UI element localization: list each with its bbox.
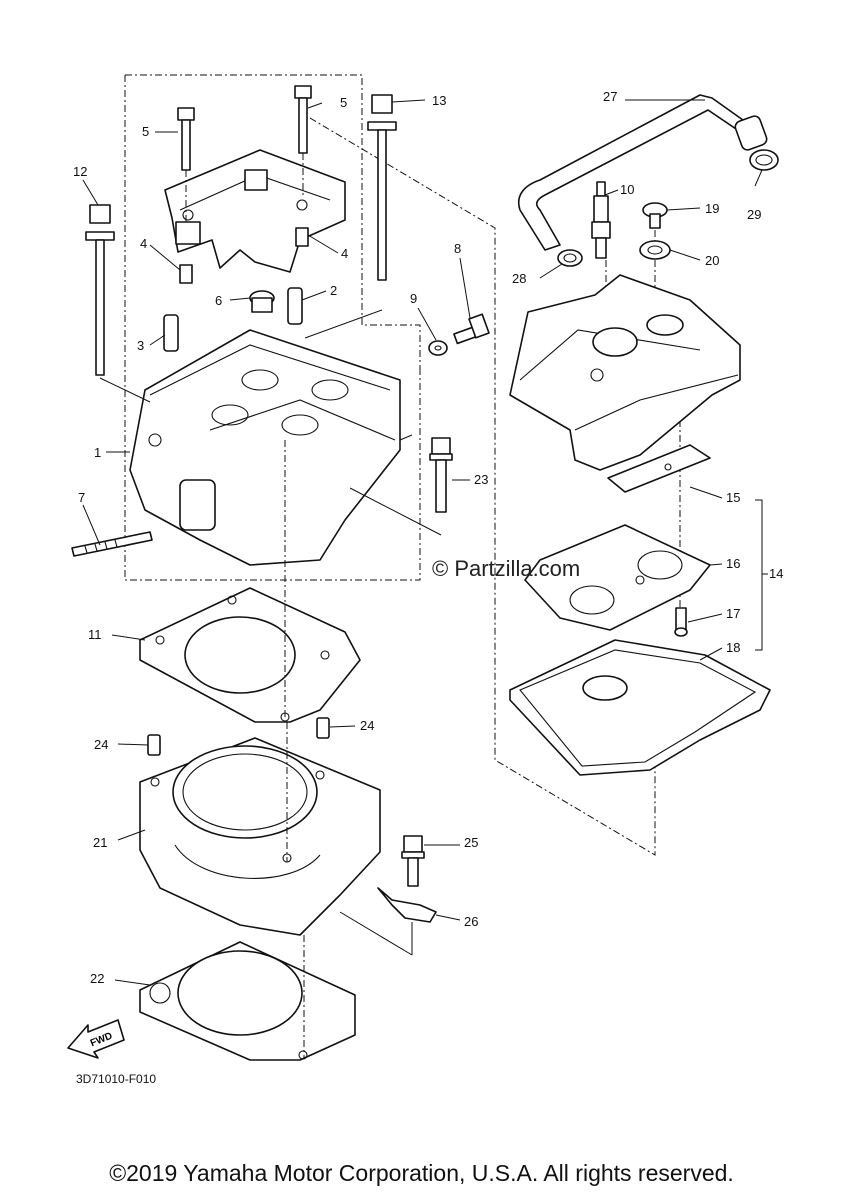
callout-29: 29 [747,207,761,222]
bolt-5-left-part [177,107,195,225]
callout-26: 26 [464,914,478,929]
callouts: 1 2 3 4 4 5 5 6 7 8 9 10 11 12 13 14 15 … [73,89,783,986]
bolt-19-part [642,202,668,229]
callout-22: 22 [90,971,104,986]
clamp-28-part [557,249,583,267]
callout-1: 1 [94,445,101,460]
cover-gasket-18-part [509,639,771,776]
grommet-20-part [639,240,671,260]
callout-5-right: 5 [340,95,347,110]
cylinder-head-part [129,329,413,566]
plate-15-part [607,444,711,493]
callout-8: 8 [454,241,461,256]
bolt-8-part [453,313,490,345]
callout-19: 19 [705,201,719,216]
callout-10: 10 [620,182,634,197]
cylinder-head-group-outline [124,74,421,581]
diagram-code: 3D71010-F010 [76,1072,156,1086]
clamp-29-part [749,149,779,171]
callout-21: 21 [93,835,107,850]
partzilla-watermark: © Partzilla.com [432,556,580,581]
stud-bolt-7-part [71,531,153,557]
guide-2-part [287,287,303,325]
cylinder-head-cover-part [509,274,741,471]
callout-5-left: 5 [142,124,149,139]
callout-15: 15 [726,490,740,505]
callout-18: 18 [726,640,740,655]
callout-28: 28 [512,271,526,286]
breather-hose-27-part [518,94,768,251]
cylinder-21-part [139,737,381,936]
plate-26-part [339,887,437,956]
gasket-16-part [524,524,711,631]
guide-3-part [163,314,179,352]
callout-11: 11 [88,627,102,642]
callout-2: 2 [330,283,337,298]
dowel-pin-24-left-part [147,734,161,756]
cylinder-base-gasket-22-part [139,941,356,1061]
dowel-pin-4-left-part [179,264,193,284]
bolt-13-part [304,94,397,339]
callout-3: 3 [137,338,144,353]
callout-20: 20 [705,253,719,268]
callout-6: 6 [215,293,222,308]
callout-24-right: 24 [360,718,374,733]
bolt-23-part [349,437,453,536]
callout-24-left: 24 [94,737,108,752]
callout-25: 25 [464,835,478,850]
bolt-25-part [401,835,425,887]
callout-4-right: 4 [341,246,348,261]
washer-9-part [428,340,448,356]
callout-4-left: 4 [140,236,147,251]
callout-27: 27 [603,89,617,104]
callout-17: 17 [726,606,740,621]
callout-9: 9 [410,291,417,306]
callout-12: 12 [73,164,87,179]
bracket-14 [755,499,768,651]
callout-7: 7 [78,490,85,505]
callout-13: 13 [432,93,446,108]
head-cover-group-outline [309,117,656,856]
cylinder-head-gasket-11-part [139,587,361,723]
dowel-pin-24-right-part [316,717,330,739]
copyright-notice: ©2019 Yamaha Motor Corporation, U.S.A. A… [109,1160,734,1186]
bolt-12-part [85,204,151,403]
callout-14: 14 [769,566,783,581]
spark-plug-10-part [591,181,611,259]
callout-23: 23 [474,472,488,487]
callout-16: 16 [726,556,740,571]
screw-17-part [674,607,688,637]
leader-lines [82,99,763,986]
bolt-5-right-part [294,85,312,195]
dowel-pin-4-right-part [295,227,309,247]
camshaft-cap-part [164,149,346,273]
fwd-arrow-icon: FWD [67,1019,125,1059]
seal-6-part [249,290,275,313]
